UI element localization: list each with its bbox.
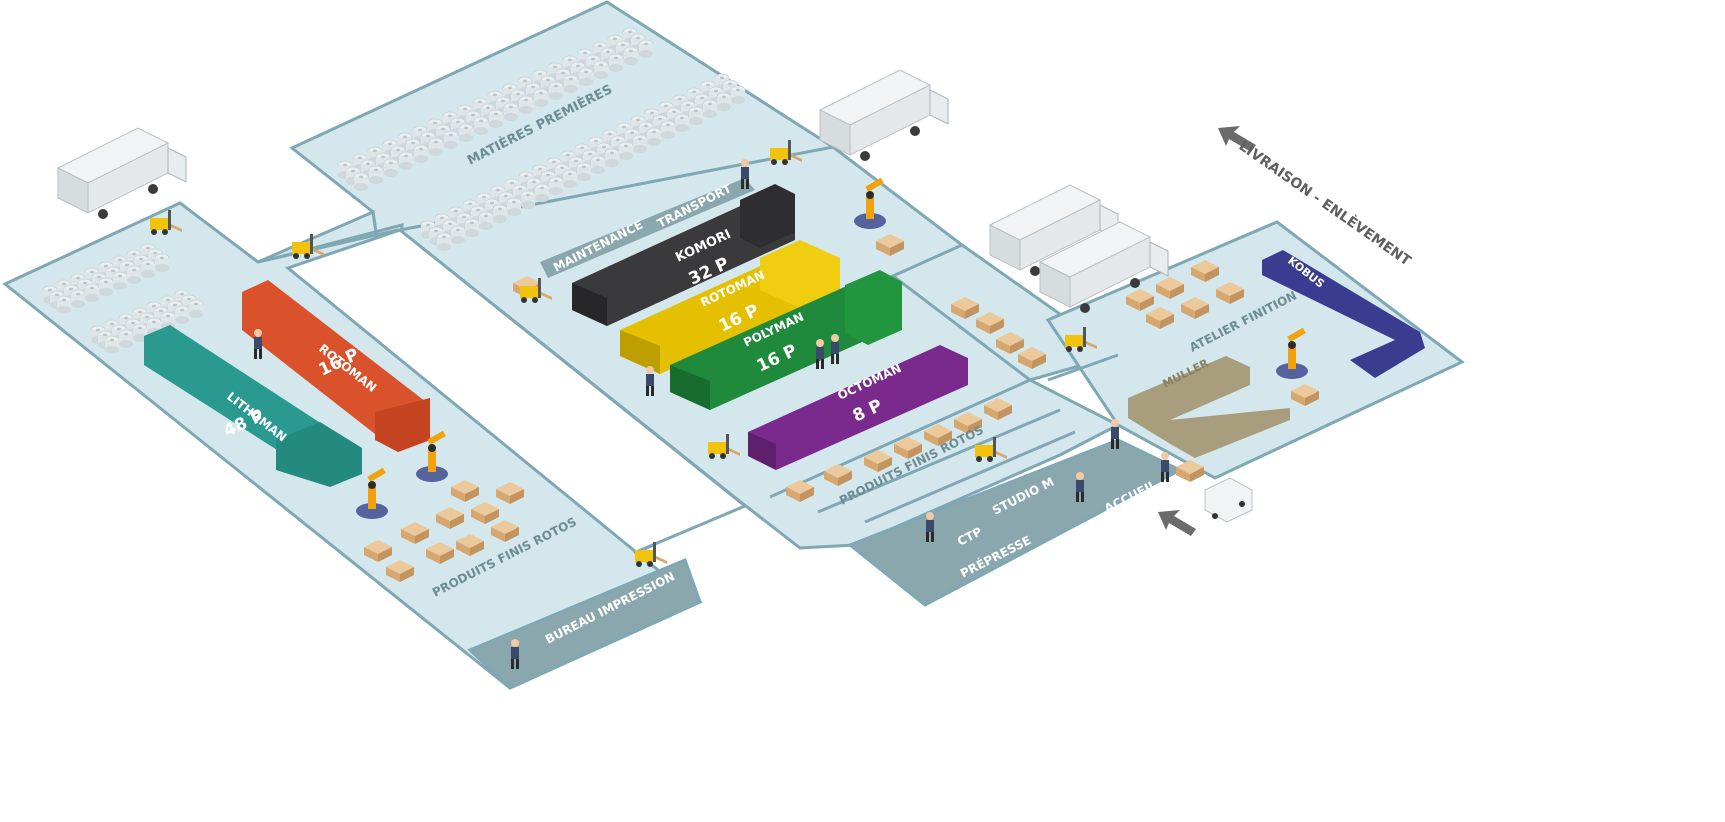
paper-roll-icon	[118, 329, 134, 349]
paper-roll-icon	[174, 305, 190, 325]
press-rotoman-center	[620, 240, 840, 374]
paper-roll-icon	[70, 289, 86, 309]
paper-roll-icon	[413, 144, 429, 164]
paper-roll-icon	[618, 141, 634, 161]
paper-roll-icon	[688, 106, 704, 126]
paper-roll-icon	[520, 190, 536, 210]
truck-icon	[819, 69, 949, 162]
paper-roll-icon	[702, 99, 718, 119]
paper-roll-icon	[488, 109, 504, 129]
paper-roll-icon	[383, 158, 399, 178]
paper-roll-icon	[478, 211, 494, 231]
paper-roll-icon	[674, 113, 690, 133]
machine-kobus	[1262, 250, 1425, 378]
paper-roll-icon	[503, 102, 519, 122]
paper-roll-icon	[548, 176, 564, 196]
paper-roll-icon	[140, 259, 156, 279]
arrow-up-left-icon	[1158, 510, 1196, 536]
paper-roll-icon	[428, 137, 444, 157]
paper-roll-icon	[518, 95, 534, 115]
machine-muller	[1128, 356, 1290, 458]
paper-roll-icon	[576, 162, 592, 182]
paper-roll-icon	[353, 172, 369, 192]
delivery-arrows	[1158, 126, 1256, 536]
paper-roll-icon	[126, 265, 142, 285]
paper-roll-icon	[632, 134, 648, 154]
paper-roll-icon	[730, 85, 746, 105]
paper-roll-icon	[578, 67, 594, 87]
paper-roll-icon	[623, 46, 639, 66]
paper-roll-icon	[533, 88, 549, 108]
paper-roll-icon	[84, 283, 100, 303]
paper-roll-icon	[548, 81, 564, 101]
paper-roll-icon	[104, 335, 120, 355]
paper-roll-icon	[112, 271, 128, 291]
paper-roll-icon	[56, 295, 72, 315]
floor-bureau-band	[467, 558, 702, 690]
press-polyman	[670, 270, 902, 410]
paper-roll-icon	[154, 253, 170, 273]
paper-roll-icon	[660, 120, 676, 140]
trucks	[57, 69, 1253, 523]
paper-roll-icon	[534, 183, 550, 203]
paper-roll-icon	[593, 60, 609, 80]
paper-roll-icon	[443, 130, 459, 150]
press-rotoman-left	[242, 280, 430, 452]
paper-roll-icon	[563, 74, 579, 94]
paper-roll-icon	[398, 151, 414, 171]
floor-maintenance-band	[540, 178, 755, 278]
paper-roll-icon	[646, 127, 662, 147]
paper-roll-icon	[590, 155, 606, 175]
paper-roll-icon	[716, 92, 732, 112]
van-icon	[1204, 477, 1253, 523]
paper-roll-icon	[464, 218, 480, 238]
paper-roll-icon	[562, 169, 578, 189]
paper-roll-icon	[436, 232, 452, 252]
paper-roll-icon	[492, 204, 508, 224]
floor-areas	[2, 0, 1465, 690]
paper-roll-icon	[506, 197, 522, 217]
paper-roll-icon	[188, 299, 204, 319]
paper-roll-icon	[368, 165, 384, 185]
paper-roll-icon	[608, 53, 624, 73]
paper-roll-icon	[473, 116, 489, 136]
arrow-up-left-icon	[1218, 126, 1256, 152]
paper-roll-icon	[450, 225, 466, 245]
paper-roll-icon	[638, 39, 654, 59]
paper-roll-icon	[98, 277, 114, 297]
paper-roll-icon	[458, 123, 474, 143]
press-lithoman	[144, 325, 362, 487]
paper-roll-icon	[604, 148, 620, 168]
press-octoman	[748, 345, 968, 470]
truck-icon	[57, 127, 187, 220]
press-komori	[572, 184, 795, 326]
